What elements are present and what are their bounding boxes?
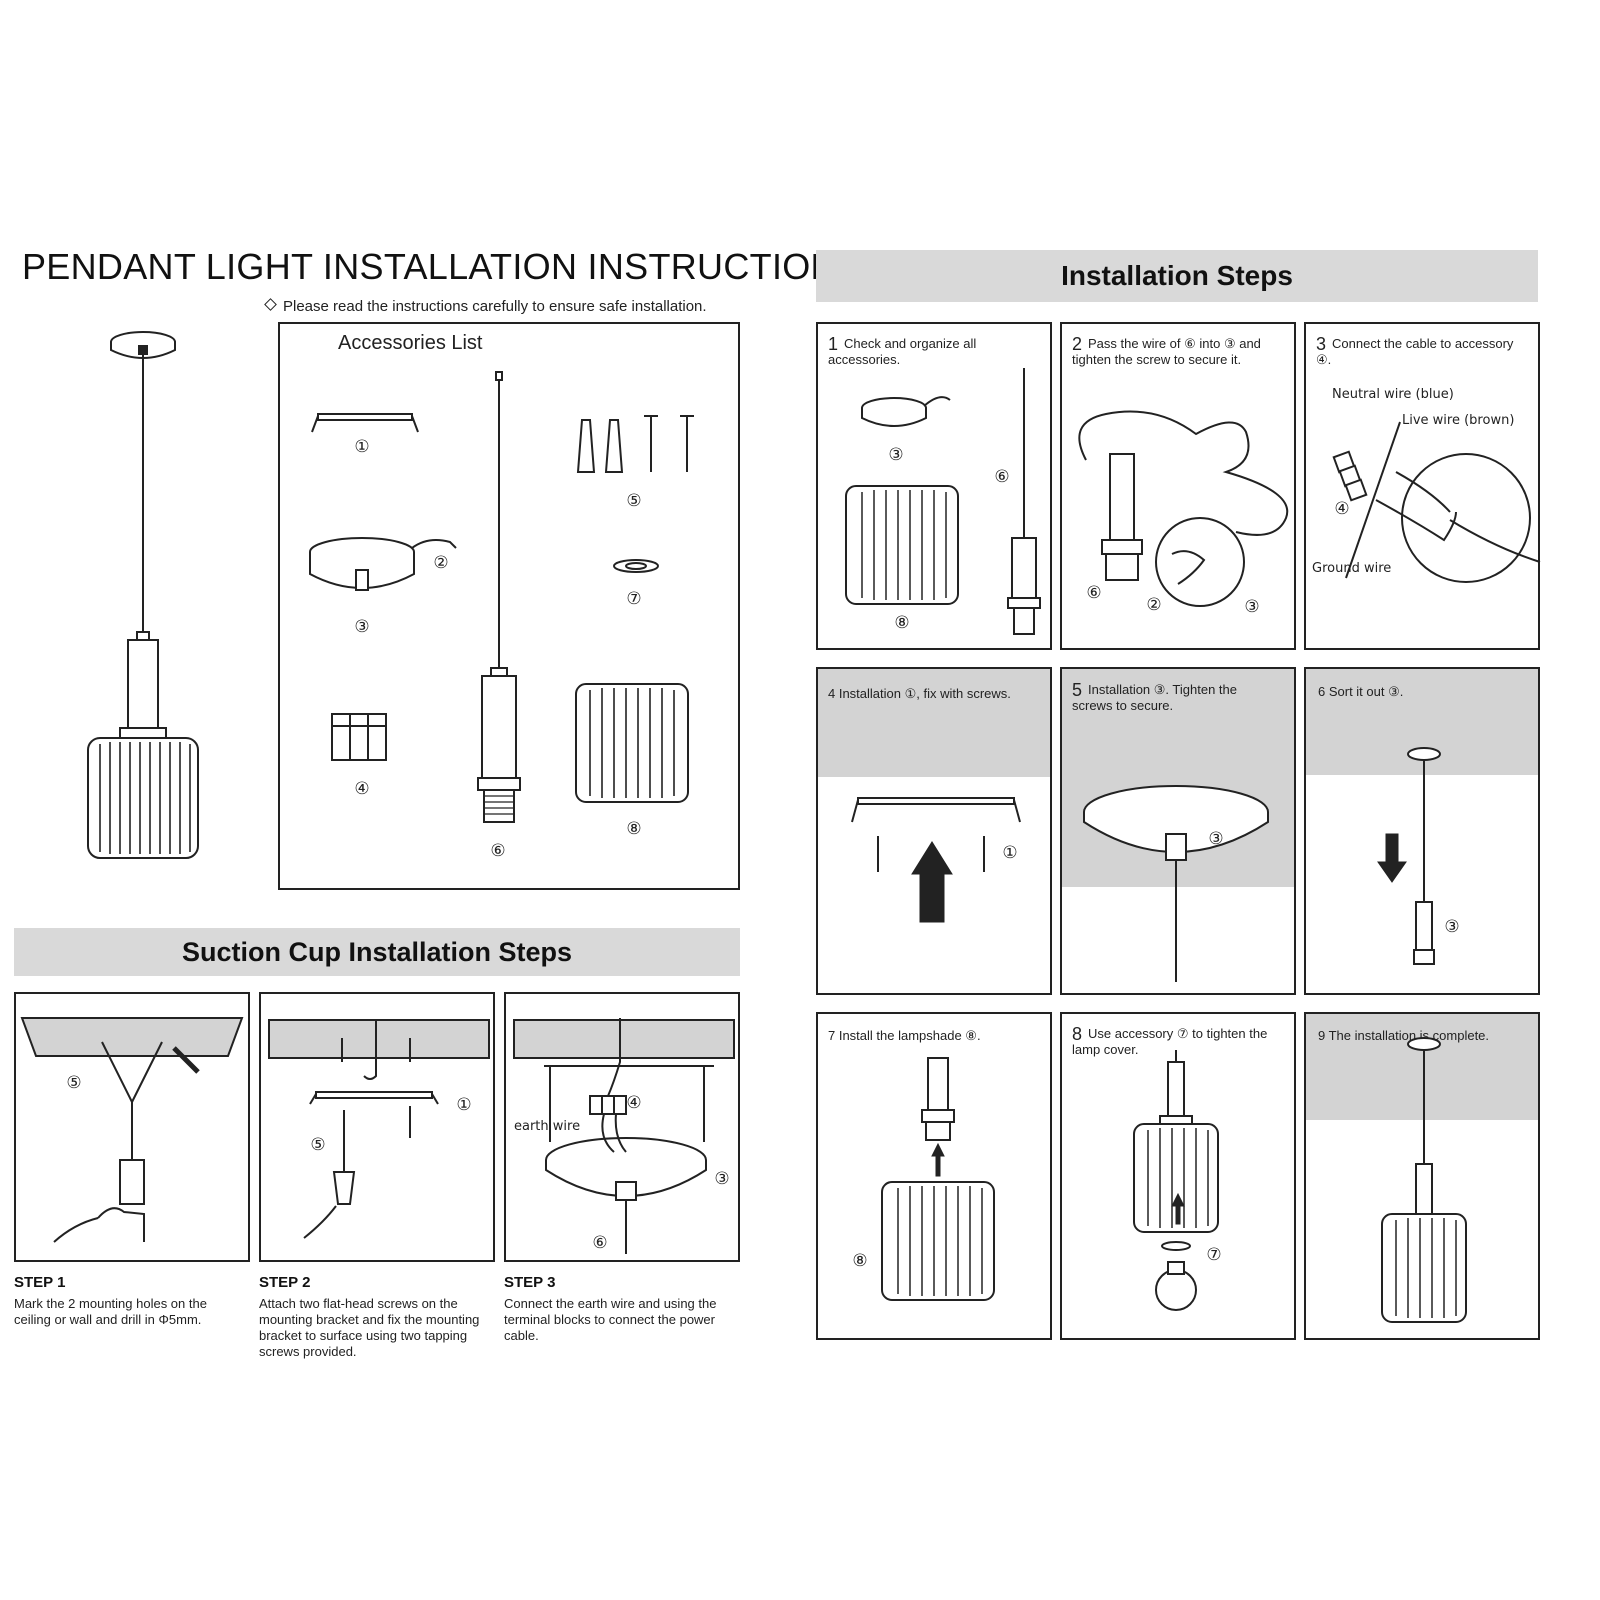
lampshade-accessory: [575, 683, 689, 803]
suction-label-5: ⑤: [66, 1073, 81, 1093]
pendant-overview-illustration: [87, 331, 199, 859]
accessory-label-1: ①: [354, 437, 369, 457]
accessories-illustrations: ① ② ③ ④ ⑤ ⑥ ⑦ ⑧: [309, 371, 694, 861]
suction-step-3-desc: Connect the earth wire and using the ter…: [504, 1296, 717, 1343]
diamond-bullet-icon: [264, 298, 277, 311]
accessory-label-2: ②: [433, 553, 448, 573]
rod-socket-accessory: [477, 371, 521, 823]
install-label-1: ①: [1002, 843, 1017, 863]
up-arrow-small-icon: [1171, 1192, 1185, 1225]
suction-step-3-text: STEP 3 Connect the earth wire and using …: [504, 1274, 736, 1344]
install-label-8b: ⑧: [852, 1251, 867, 1271]
install-label-7: ⑦: [1206, 1245, 1221, 1265]
down-arrow-icon: [1377, 833, 1407, 883]
up-arrow-small-icon: [931, 1142, 945, 1177]
install-label-3c: ③: [1208, 829, 1223, 849]
accessory-label-4: ④: [354, 779, 369, 799]
install-label-2: ②: [1146, 595, 1161, 615]
accessory-label-7: ⑦: [626, 589, 641, 609]
suction-label-5b: ⑤: [310, 1135, 325, 1155]
suction-steps-banner: Suction Cup Installation Steps: [14, 928, 740, 976]
earth-wire-label: earth wire: [514, 1119, 580, 1134]
accessory-label-6: ⑥: [490, 841, 505, 861]
ground-wire-label: Ground wire: [1312, 561, 1391, 576]
live-wire-label: Live wire (brown): [1402, 413, 1514, 428]
suction-step-1-title: STEP 1: [14, 1274, 66, 1291]
suction-label-4: ④: [626, 1093, 641, 1113]
install-label-3b: ③: [1244, 597, 1259, 617]
suction-step-2-text: STEP 2 Attach two flat-head screws on th…: [259, 1274, 491, 1360]
install-step-4-caption: 4 Installation ①, fix with screws.: [828, 686, 1011, 701]
suction-step-2-desc: Attach two flat-head screws on the mount…: [259, 1296, 480, 1359]
suction-label-6: ⑥: [592, 1233, 607, 1253]
installation-steps-heading: Installation Steps: [1061, 260, 1293, 291]
install-label-3d: ③: [1444, 917, 1459, 937]
suction-label-1: ①: [456, 1095, 471, 1115]
shade-ring-accessory: [613, 559, 659, 573]
suction-step-1-text: STEP 1 Mark the 2 mounting holes on the …: [14, 1274, 244, 1328]
page-title: PENDANT LIGHT INSTALLATION INSTRUCTIONS: [22, 246, 862, 287]
terminal-blocks-accessory: [331, 713, 387, 761]
installation-step-illustrations: ③ ⑥ ⑧ ⑥ ② ③ ④ ① ③ ③ ⑧ ⑦ Neutral wire (bl…: [845, 368, 1541, 1323]
subtitle-text: Please read the instructions carefully t…: [283, 298, 707, 315]
suction-label-3: ③: [714, 1169, 729, 1189]
suction-step-illustrations: ⑤ ① ⑤ ④ ③ ⑥ earth wire: [20, 1017, 735, 1254]
accessories-heading: Accessories List: [338, 332, 483, 354]
ceiling-zone-4: [818, 669, 1050, 777]
install-label-4: ④: [1334, 499, 1349, 519]
up-arrow-icon: [911, 841, 953, 923]
suction-step-2-title: STEP 2: [259, 1274, 311, 1291]
install-step-9-caption: 9 The installation is complete.: [1318, 1028, 1490, 1043]
neutral-wire-label: Neutral wire (blue): [1332, 387, 1454, 402]
screws-and-anchors-accessory: [576, 415, 694, 473]
accessory-label-3: ③: [354, 617, 369, 637]
install-label-8: ⑧: [894, 613, 909, 633]
accessory-label-8: ⑧: [626, 819, 641, 839]
bracket-accessory: [311, 413, 419, 433]
ceiling-zone-9: [1306, 1014, 1538, 1120]
install-step-7-caption: 7 Install the lampshade ⑧.: [828, 1028, 981, 1043]
install-step-6-caption: 6 Sort it out ③.: [1318, 684, 1404, 699]
suction-steps-heading: Suction Cup Installation Steps: [181, 936, 573, 967]
accessory-label-5: ⑤: [626, 491, 641, 511]
suction-step-3-title: STEP 3: [504, 1274, 556, 1291]
install-label-6: ⑥: [994, 467, 1009, 487]
suction-step-1-desc: Mark the 2 mounting holes on the ceiling…: [14, 1296, 207, 1327]
installation-steps-banner: Installation Steps: [816, 250, 1538, 302]
install-label-6b: ⑥: [1086, 583, 1101, 603]
page-subtitle: Please read the instructions carefully t…: [264, 298, 707, 315]
canopy-accessory: [309, 537, 457, 591]
install-label-3: ③: [888, 445, 903, 465]
